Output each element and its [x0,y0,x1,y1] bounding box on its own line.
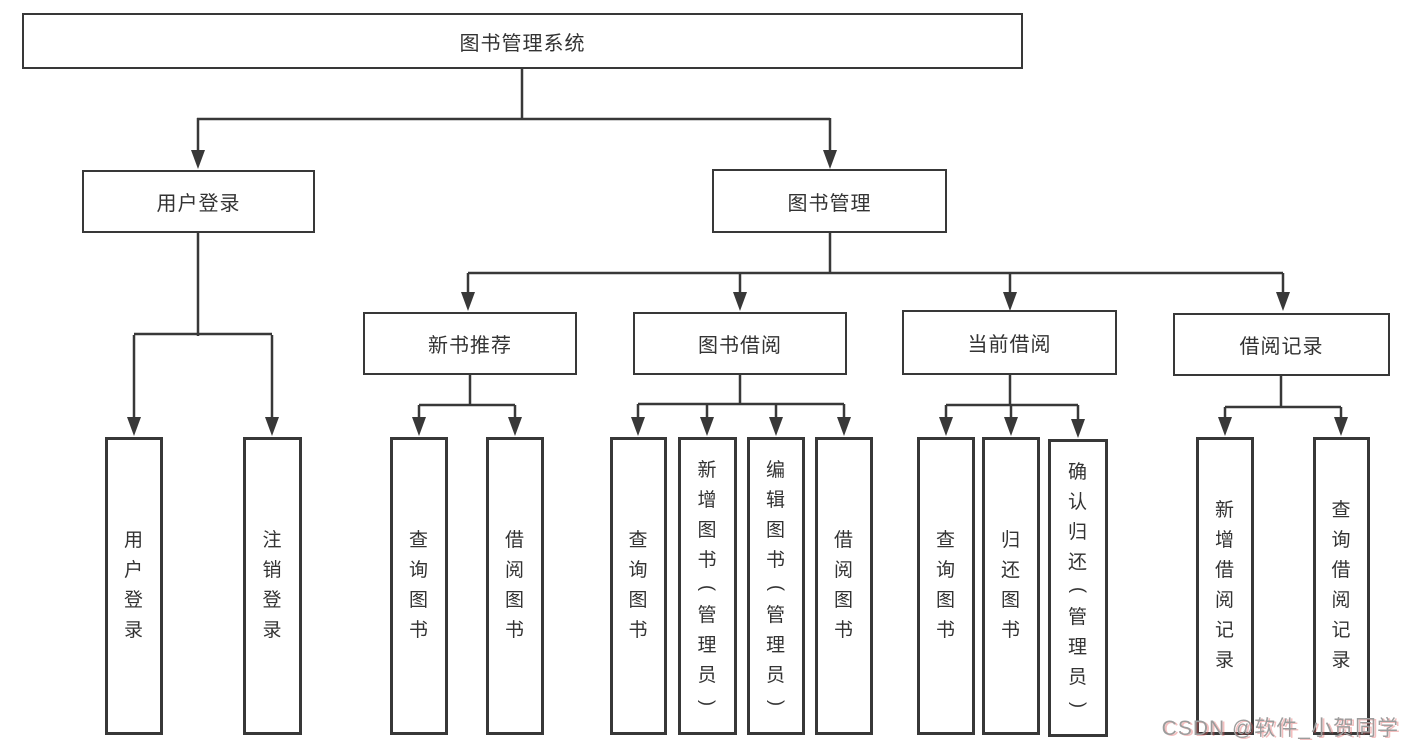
node-borrowing-records: 借阅记录 [1173,313,1390,376]
node-leaf-return-books: 归还图书 [982,437,1040,735]
node-leaf-borrow-books-borrowing-label: 借阅图书 [833,530,854,641]
node-library-system-label: 图书管理系统 [459,32,586,55]
node-leaf-confirm-return-admin: 确认归还(管理员) [1048,439,1108,737]
watermark: CSDN @软件_小贺同学 [1161,717,1399,740]
node-leaf-query-books-borrowing: 查询图书 [610,437,667,735]
node-leaf-query-books-borrowing-label: 查询图书 [628,530,649,641]
node-leaf-query-books-current-label: 查询图书 [935,530,956,641]
node-leaf-add-book-admin: 新增图书(管理员) [678,437,737,735]
node-leaf-query-borrow-record-label: 查询借阅记录 [1331,500,1352,671]
node-leaf-confirm-return-admin-label: 确认归还(管理员) [1067,462,1089,710]
node-leaf-logout: 注销登录 [243,437,302,735]
node-leaf-logout-label: 注销登录 [262,530,283,641]
node-new-book-recommend-label: 新书推荐 [428,335,512,357]
node-leaf-add-borrow-record: 新增借阅记录 [1196,437,1254,735]
node-book-borrowing: 图书借阅 [633,312,847,375]
node-leaf-user-login-label: 用户登录 [123,530,144,641]
node-leaf-query-borrow-record: 查询借阅记录 [1313,437,1370,735]
node-leaf-edit-book-admin-label: 编辑图书(管理员) [765,460,787,708]
node-new-book-recommend: 新书推荐 [363,312,577,375]
node-book-management: 图书管理 [712,169,947,233]
node-user-login-label: 用户登录 [156,193,241,215]
node-leaf-borrow-books-recommend: 借阅图书 [486,437,544,735]
node-current-borrowing-label: 当前借阅 [967,334,1052,356]
node-leaf-return-books-label: 归还图书 [1000,530,1021,641]
node-leaf-user-login: 用户登录 [105,437,163,735]
node-leaf-edit-book-admin: 编辑图书(管理员) [747,437,805,735]
node-leaf-add-borrow-record-label: 新增借阅记录 [1214,500,1235,671]
node-leaf-add-book-admin-label: 新增图书(管理员) [697,460,718,708]
node-library-system: 图书管理系统 [22,13,1023,69]
node-user-login: 用户登录 [82,170,315,233]
node-leaf-query-books-current: 查询图书 [917,437,975,735]
node-leaf-borrow-books-recommend-label: 借阅图书 [504,530,525,641]
node-leaf-borrow-books-borrowing: 借阅图书 [815,437,873,735]
node-book-management-label: 图书管理 [787,192,872,215]
node-leaf-query-books-recommend-label: 查询图书 [408,530,429,641]
node-borrowing-records-label: 借阅记录 [1239,336,1324,358]
node-current-borrowing: 当前借阅 [902,310,1117,375]
node-book-borrowing-label: 图书借阅 [698,335,782,357]
node-leaf-query-books-recommend: 查询图书 [390,437,448,735]
